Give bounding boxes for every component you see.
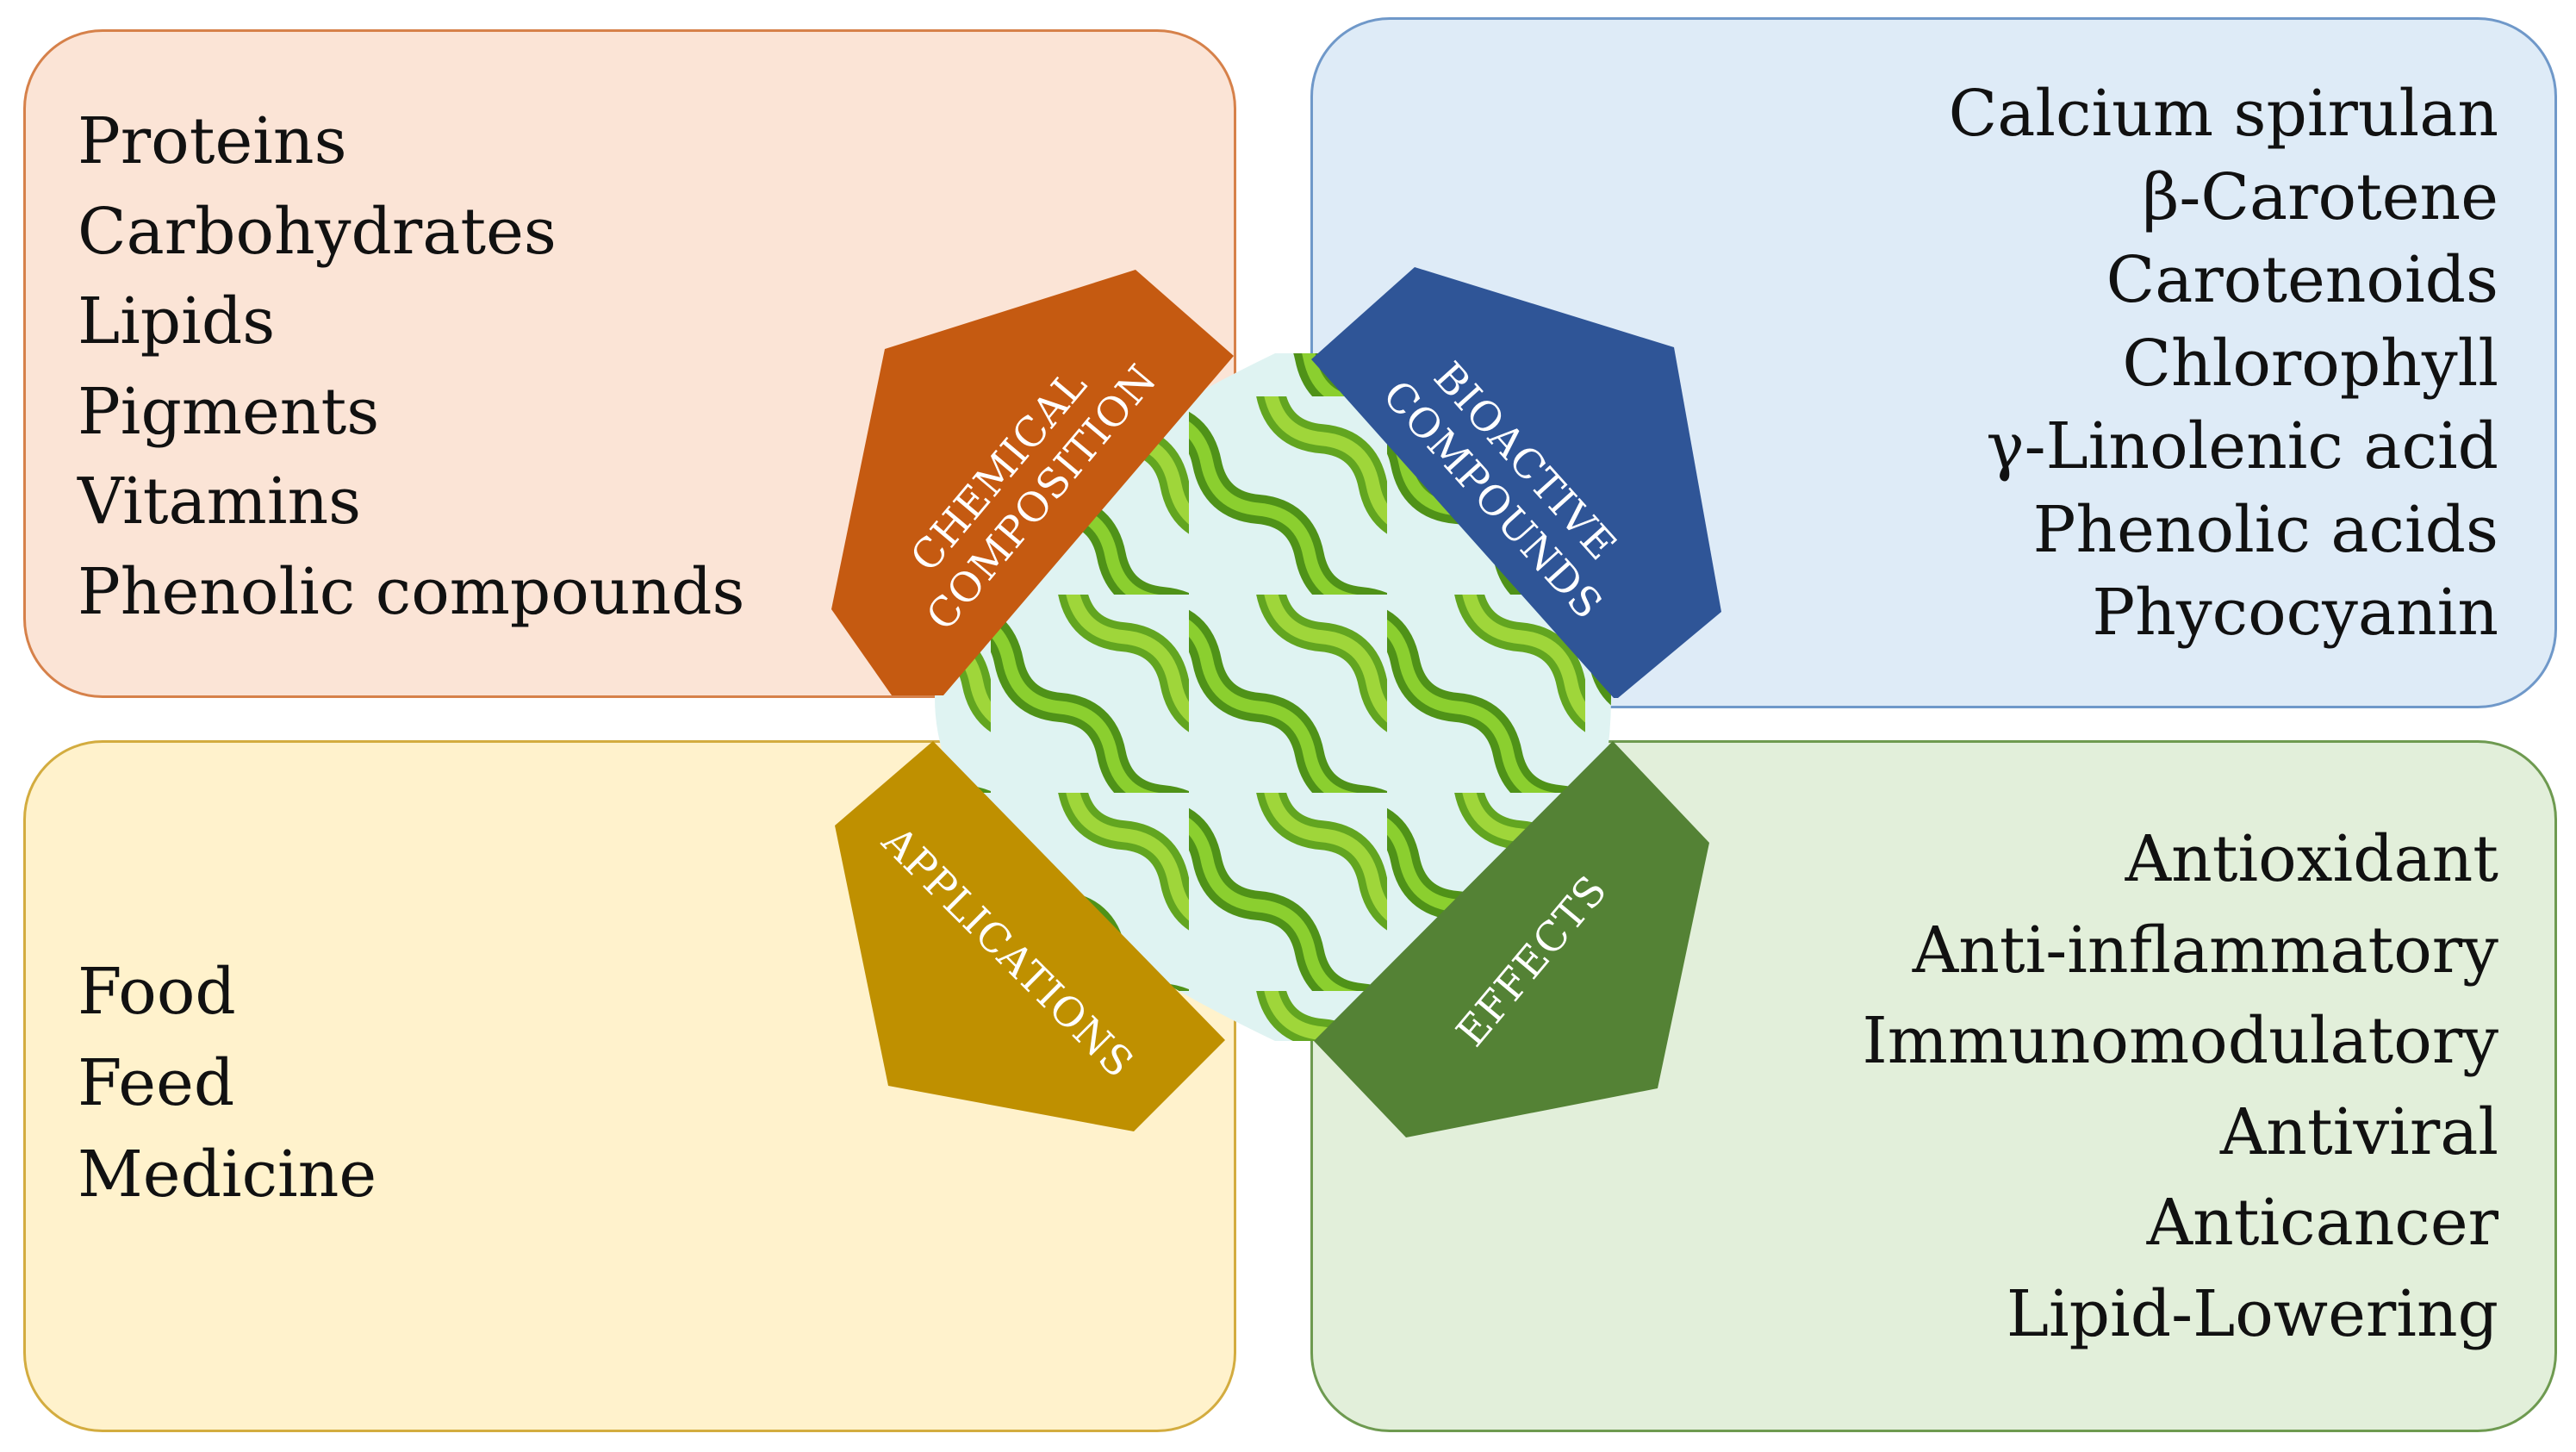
list-item: Lipid-Lowering — [2006, 1276, 2498, 1351]
list-item: Antiviral — [2219, 1094, 2498, 1169]
list-item: γ-Linolenic acid — [1986, 409, 2498, 483]
list-item: Antioxidant — [2125, 822, 2498, 896]
list-item: β-Carotene — [2142, 159, 2498, 234]
chemical-composition-list: Proteins Carbohydrates Lipids Pigments V… — [78, 97, 745, 637]
list-item: Lipids — [78, 284, 276, 358]
applications-list: Food Feed Medicine — [78, 946, 376, 1220]
list-item: Phycocyanin — [2092, 576, 2498, 650]
list-item: Immunomodulatory — [1862, 1004, 2498, 1078]
list-item: Carbohydrates — [78, 194, 557, 269]
spirulina-image — [935, 353, 1611, 1041]
list-item: Phenolic compounds — [78, 554, 745, 629]
list-item: Carotenoids — [2106, 243, 2498, 317]
list-item: Medicine — [78, 1137, 377, 1212]
list-item: Food — [78, 955, 236, 1029]
list-item: Pigments — [78, 374, 380, 449]
list-item: Anticancer — [2146, 1186, 2498, 1260]
list-item: Anti-inflammatory — [1912, 913, 2498, 988]
bioactive-compounds-tab — [1311, 267, 1721, 698]
bioactive-compounds-list: Calcium spirulan β-Carotene Carotenoids … — [1465, 72, 2498, 655]
effects-list: Antioxidant Anti-inflammatory Immunomodu… — [1465, 814, 2498, 1360]
effects-tab — [1314, 741, 1709, 1137]
applications-tab — [835, 741, 1225, 1131]
list-item: Phenolic acids — [2032, 492, 2498, 567]
chemical-composition-tab — [831, 270, 1234, 695]
list-item: Proteins — [78, 104, 347, 178]
list-item: Feed — [78, 1046, 235, 1120]
list-item: Calcium spirulan — [1948, 77, 2498, 151]
list-item: Vitamins — [78, 464, 362, 539]
list-item: Chlorophyll — [2122, 326, 2498, 401]
